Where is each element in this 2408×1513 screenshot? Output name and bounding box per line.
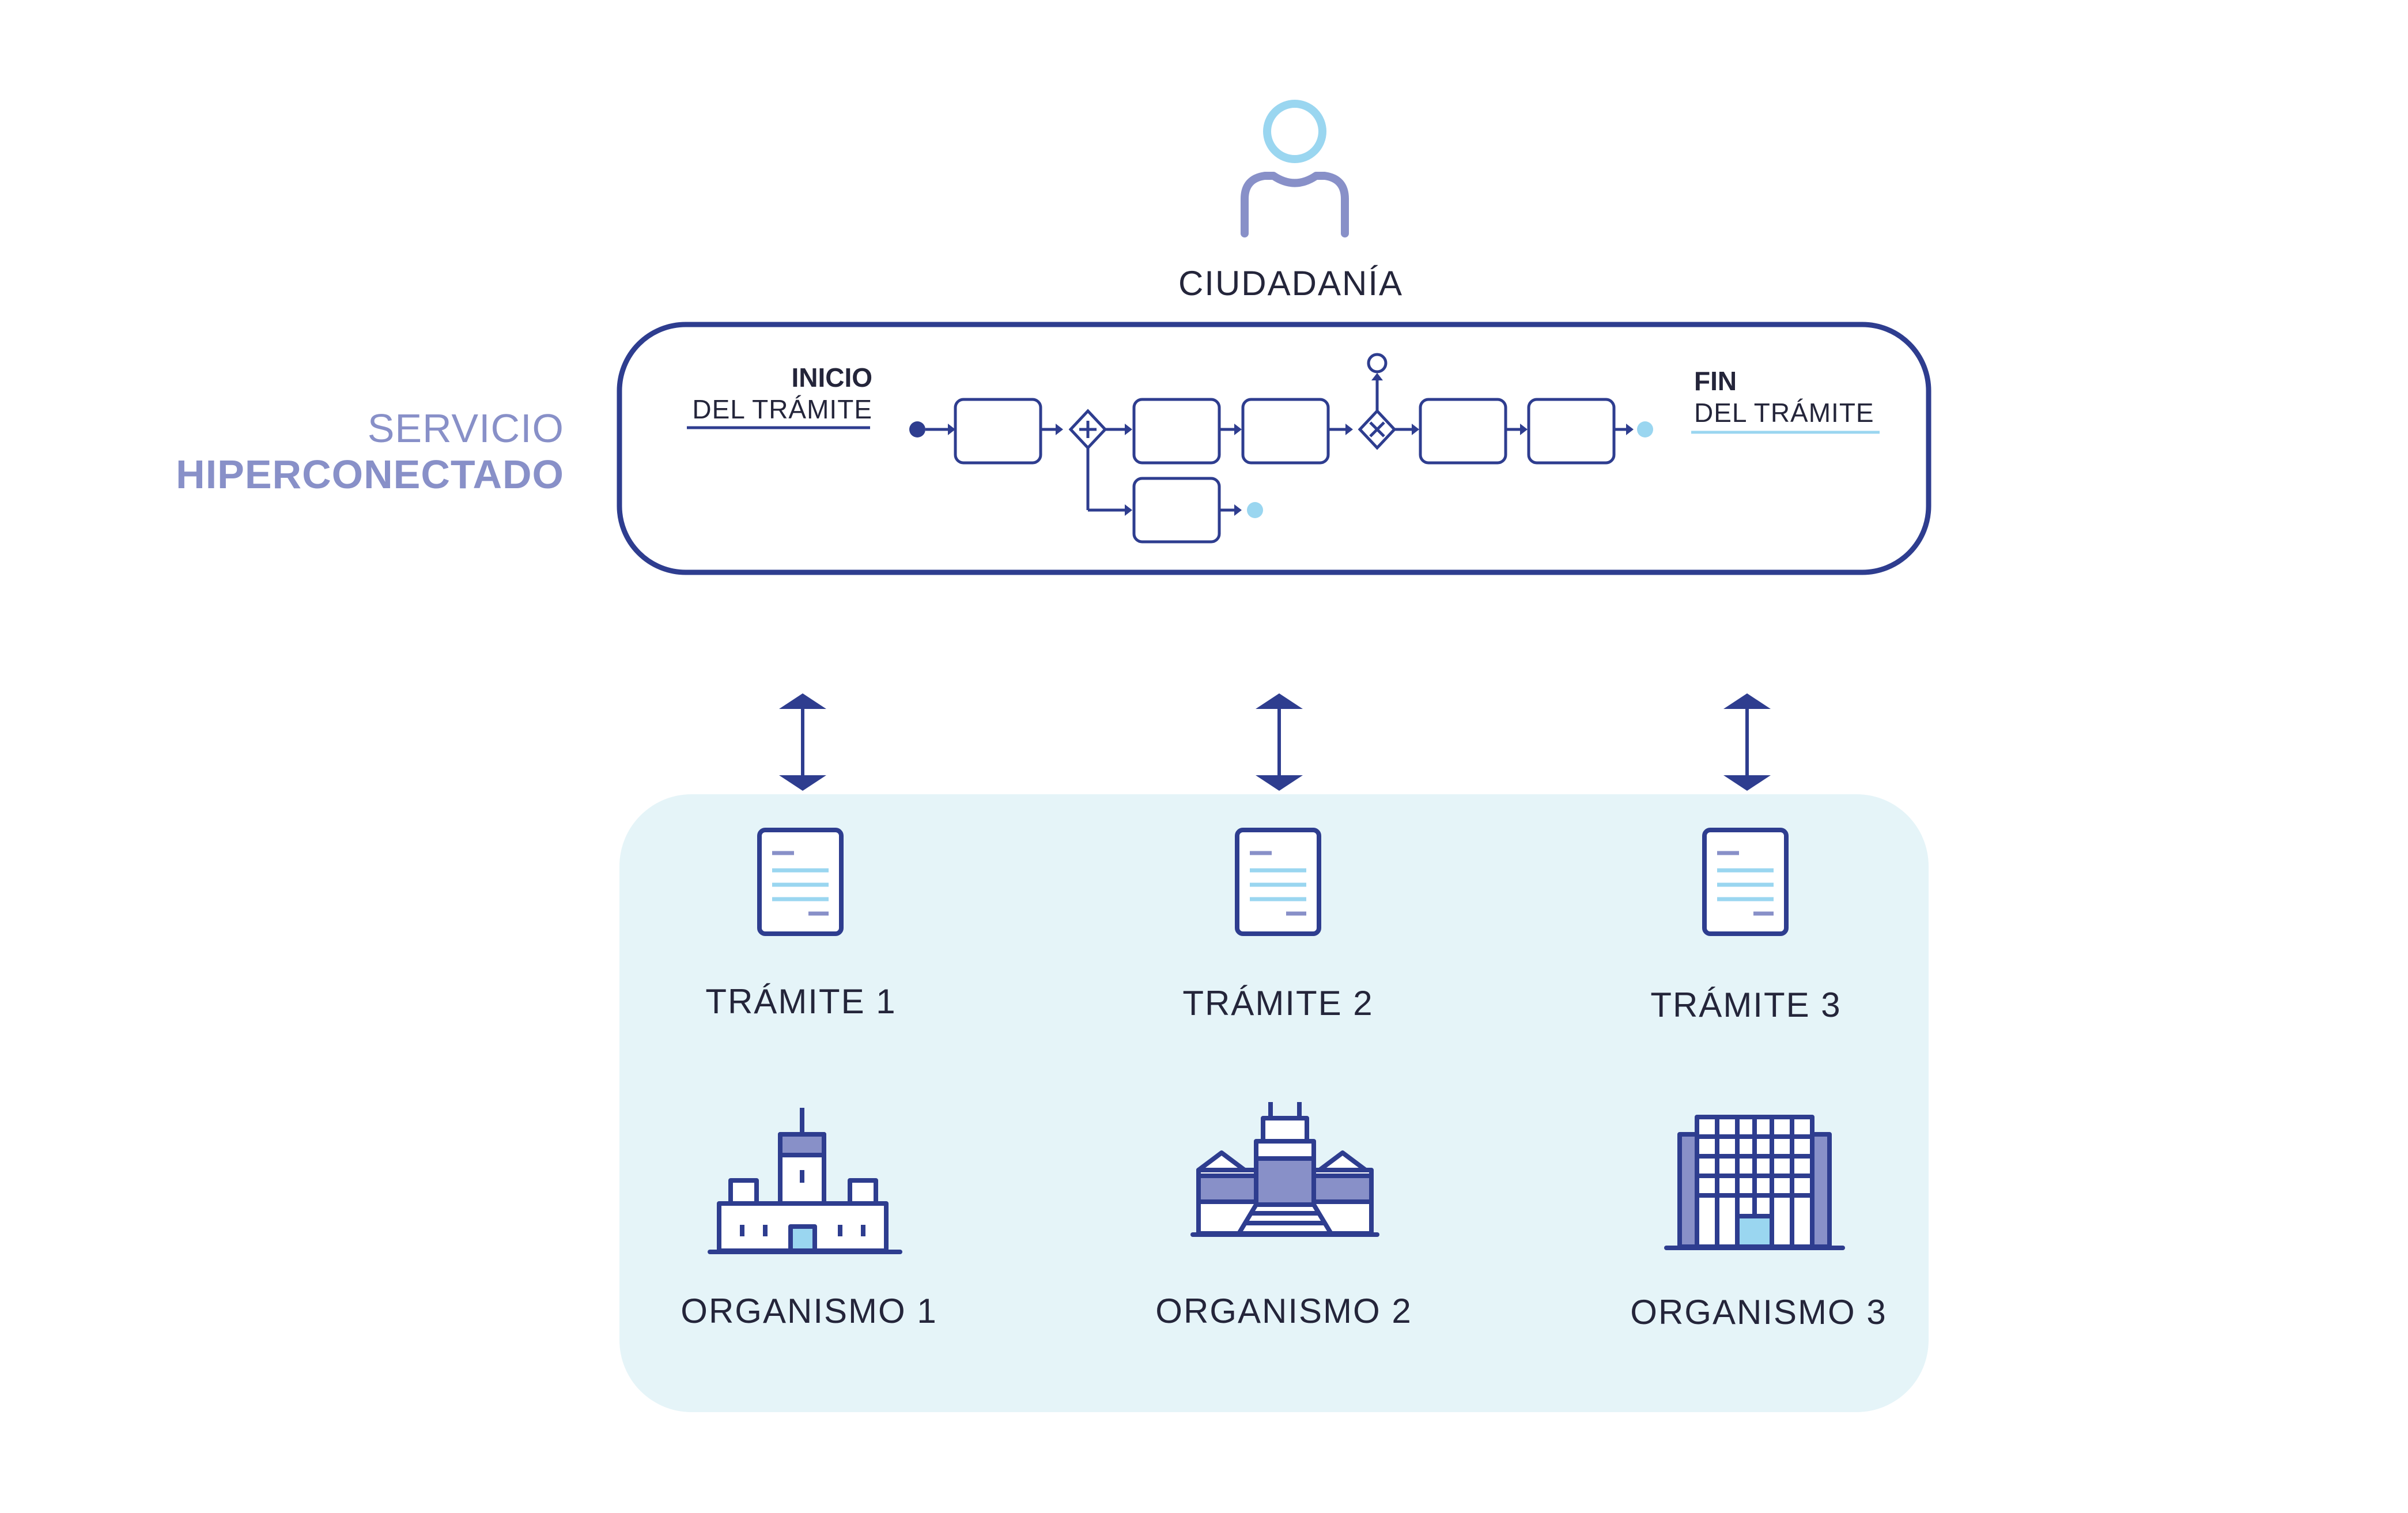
double-arrow-icon <box>779 693 826 791</box>
service-label-line1: SERVICIO <box>367 406 564 451</box>
end-event <box>1637 421 1653 437</box>
person-icon <box>1241 100 1349 237</box>
end-event <box>1247 502 1263 518</box>
document-icon <box>1235 828 1321 936</box>
organism-label-1: ORGANISMO 1 <box>681 1292 938 1330</box>
process-start-subtitle: DEL TRÁMITE <box>692 394 872 424</box>
task-box <box>1132 398 1221 465</box>
procedure-label-2: TRÁMITE 2 <box>1182 984 1374 1022</box>
palace-building-icon <box>1190 1102 1379 1237</box>
office-tower-icon <box>1664 1115 1845 1250</box>
procedure-label-1: TRÁMITE 1 <box>705 982 897 1021</box>
document-icon <box>1702 828 1789 936</box>
citizen-label: CIUDADANÍA <box>1178 264 1404 303</box>
procedure-label-3: TRÁMITE 3 <box>1650 986 1842 1024</box>
start-event <box>909 421 925 437</box>
agencies-panel <box>619 794 1929 1412</box>
process-end-subtitle: DEL TRÁMITE <box>1694 398 1874 428</box>
process-flow <box>909 353 1653 544</box>
double-arrow-icon <box>1256 693 1303 791</box>
intermediate-event <box>1367 353 1388 373</box>
document-icon <box>757 828 844 936</box>
service-label-line2: HIPERCONECTADO <box>176 452 564 497</box>
process-end-title: FIN <box>1694 366 1737 396</box>
task-box <box>954 398 1042 465</box>
task-box <box>1527 398 1616 465</box>
organism-label-3: ORGANISMO 3 <box>1630 1293 1887 1331</box>
task-box <box>1241 398 1330 465</box>
task-box <box>1419 398 1507 465</box>
process-start-title: INICIO <box>791 363 872 393</box>
service-box <box>617 322 1931 575</box>
castle-building-icon <box>708 1108 902 1254</box>
organism-label-2: ORGANISMO 2 <box>1155 1292 1412 1330</box>
double-arrow-icon <box>1723 693 1771 791</box>
